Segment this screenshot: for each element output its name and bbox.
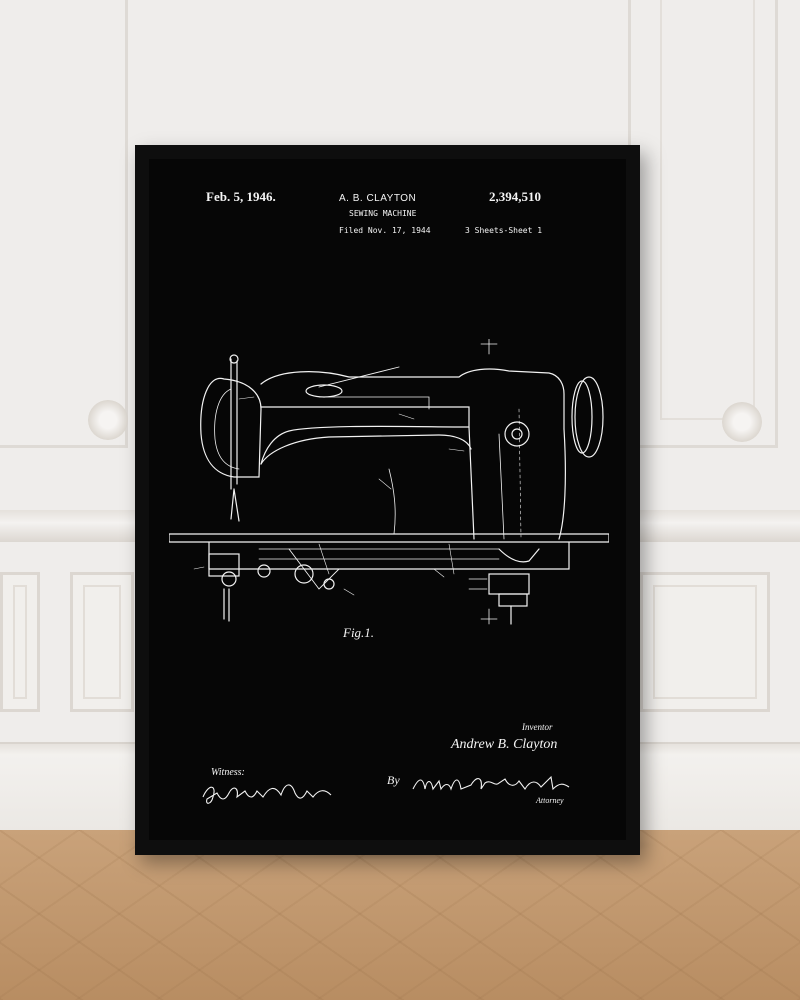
witness-signature — [202, 784, 332, 804]
inventor-label: Inventor — [522, 722, 553, 732]
patent-subject: SEWING MACHINE — [349, 209, 417, 218]
wall-panel — [640, 572, 770, 712]
wall-ornament — [88, 400, 128, 440]
wall-ornament — [722, 402, 762, 442]
attorney-label: Attorney — [536, 796, 564, 805]
patent-poster: Feb. 5, 1946. A. B. CLAYTON 2,394,510 SE… — [149, 159, 626, 840]
patent-date: Feb. 5, 1946. — [206, 189, 276, 204]
wall-panel — [660, 0, 755, 420]
filed-date: Filed Nov. 17, 1944 — [339, 226, 431, 235]
wall-panel — [0, 0, 128, 448]
sheet-count: 3 Sheets-Sheet 1 — [465, 226, 543, 235]
wood-floor — [0, 830, 800, 1000]
inventor-signature: Andrew B. Clayton — [451, 737, 558, 752]
by-label: By — [387, 773, 400, 787]
sewing-machine-drawing — [169, 339, 609, 625]
patent-number: 2,394,510 — [489, 189, 541, 204]
figure-label: Fig.1. — [343, 625, 375, 640]
witness-label: Witness: — [211, 767, 245, 778]
wall-panel — [70, 572, 134, 712]
inventor-header: A. B. CLAYTON — [339, 193, 417, 204]
wall-panel — [0, 572, 40, 712]
attorney-signature — [412, 775, 570, 791]
